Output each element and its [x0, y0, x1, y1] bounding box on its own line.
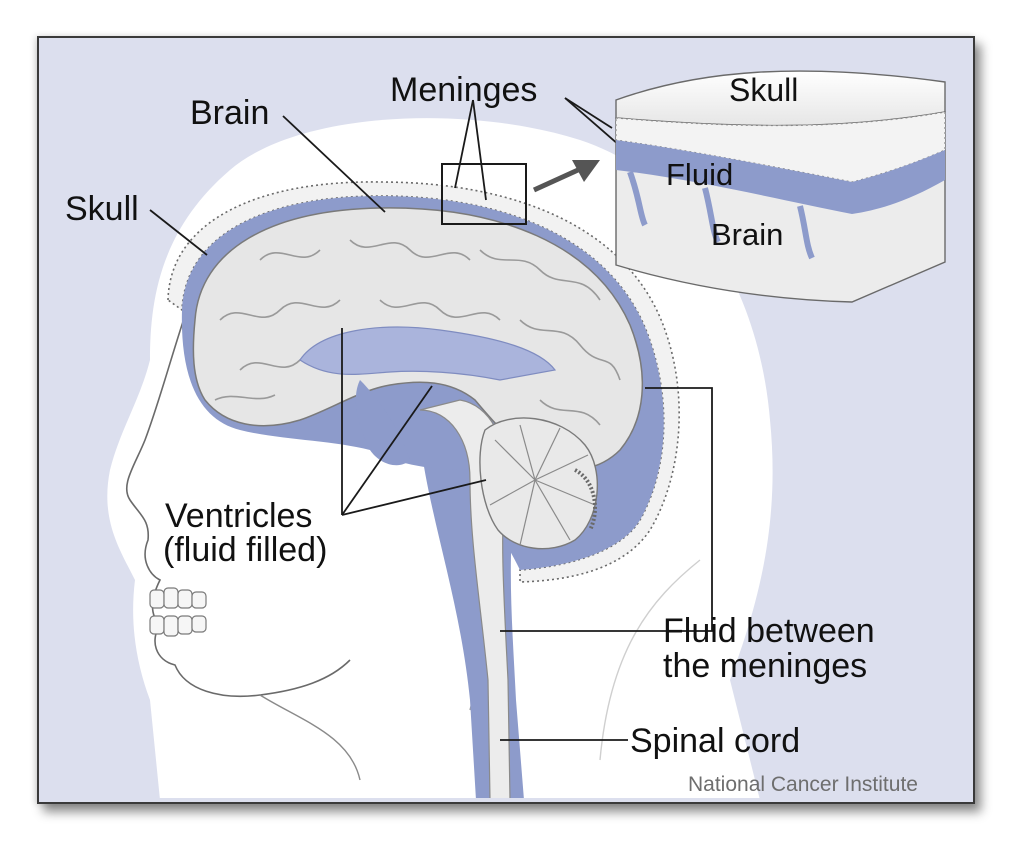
diagram-frame [37, 36, 975, 804]
